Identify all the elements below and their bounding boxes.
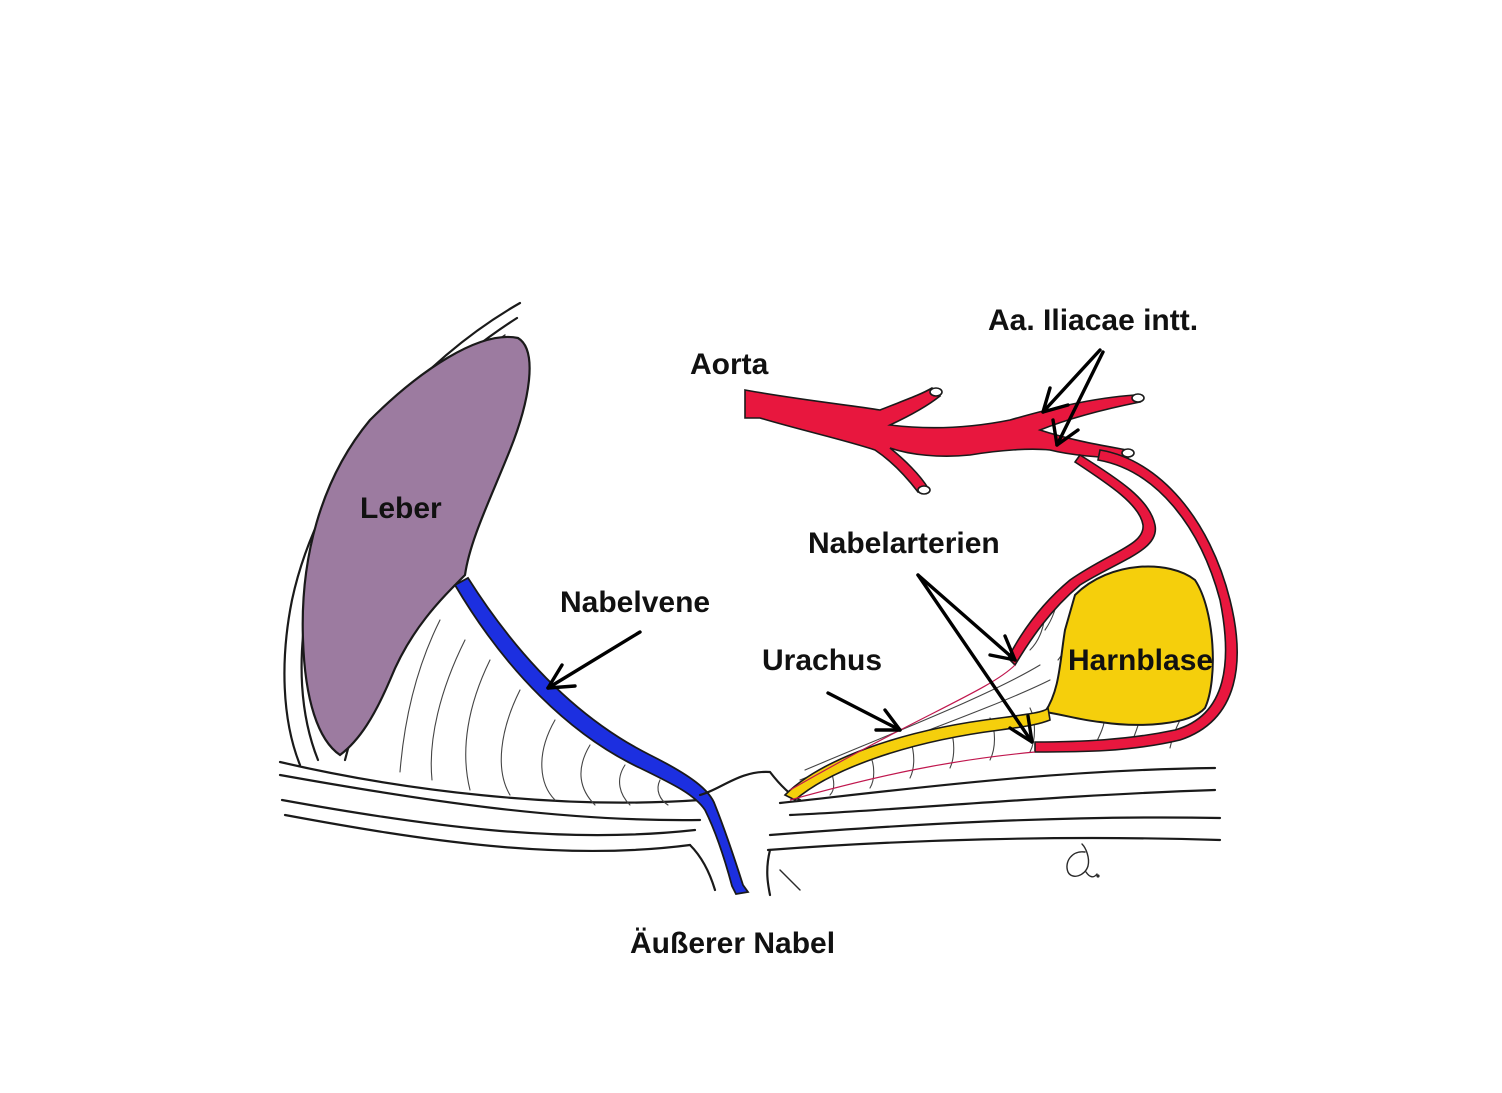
urachus-duct bbox=[783, 706, 1051, 801]
label-urachus: Urachus bbox=[762, 644, 882, 677]
aorta-iliac-arteries bbox=[744, 386, 1238, 801]
arrow-nabelvene bbox=[546, 630, 642, 690]
artist-signature bbox=[1066, 843, 1100, 878]
right-wall-layers bbox=[766, 766, 1222, 897]
umbilical-vein bbox=[453, 576, 750, 895]
label-aorta: Aorta bbox=[690, 348, 769, 381]
arrow-nabelarterien-1 bbox=[916, 573, 1017, 662]
liver-shape bbox=[301, 335, 531, 757]
label-iliacae: Aa. Iliacae intt. bbox=[988, 304, 1198, 337]
arrow-iliacae-2 bbox=[1051, 350, 1105, 447]
arrow-urachus bbox=[826, 691, 902, 732]
arrow-nabelarterien-2 bbox=[916, 573, 1034, 744]
label-nabelarterien: Nabelarterien bbox=[808, 527, 1000, 560]
label-leber: Leber bbox=[360, 492, 442, 525]
label-harnblase: Harnblase bbox=[1068, 644, 1213, 677]
arrow-iliacae-1 bbox=[1041, 348, 1102, 414]
left-wall-layers bbox=[278, 760, 717, 892]
bladder-shape bbox=[1043, 565, 1214, 726]
label-aeusserer-nabel: Äußerer Nabel bbox=[630, 927, 835, 960]
label-nabelvene: Nabelvene bbox=[560, 586, 710, 619]
